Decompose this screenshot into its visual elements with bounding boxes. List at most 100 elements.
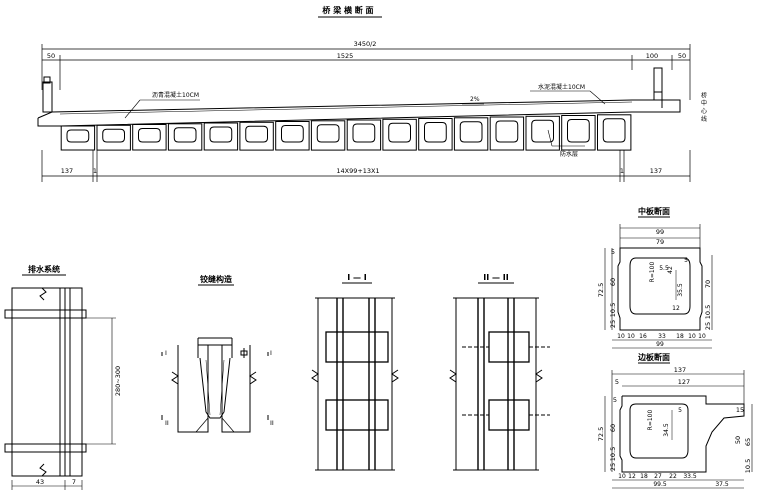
box-girder-void: [424, 122, 447, 143]
box-girder-void: [281, 125, 304, 143]
box-girder: [418, 118, 453, 151]
box-girder: [310, 120, 346, 151]
edge-inner-dim-1: 34.5: [663, 423, 670, 437]
box-girder-void: [388, 122, 411, 143]
mid-right-dim-3: 25: [704, 322, 712, 330]
box-girder-void: [567, 119, 590, 143]
edge-bottom-dim-1: 10: [618, 473, 626, 480]
left-railing: [42, 76, 53, 113]
edge-inner-dim-2: 5: [678, 407, 682, 414]
edge-panel-section: [604, 370, 753, 489]
edge-bottom-dim-5: 22: [669, 473, 677, 480]
edge-top-dim-2: 127: [678, 378, 690, 386]
left-pavement-note: 沥青混凝土10CM: [152, 91, 199, 99]
main-bottom-dimensions: [41, 150, 691, 182]
drainage-height-dim: 280~300: [114, 366, 122, 396]
box-girder-void: [459, 121, 483, 143]
mid-left-dim-4: 10.5: [609, 303, 617, 317]
mid-inner-dim-1: 5.5: [659, 265, 669, 272]
mid-left-dim-2: 60: [609, 278, 617, 286]
mid-inner-radius: R=100: [649, 261, 656, 282]
mid-inner-dim-3: 35.5: [677, 283, 684, 297]
section-ii-title: II — II: [483, 273, 509, 282]
dim-bottom-gap-right: 1: [620, 167, 624, 175]
svg-text:桥 中 心 线: 桥 中 心 线: [700, 91, 707, 122]
dim-sidewalk: 100: [646, 52, 658, 60]
box-girder: [346, 119, 382, 151]
edge-top-dim-3: 5: [615, 378, 619, 386]
box-girder-void: [495, 120, 519, 143]
dim-bottom-right: 137: [650, 167, 662, 175]
mid-bottom-dim-1: 10: [617, 333, 625, 340]
right-railing: [632, 67, 663, 108]
box-girder: [561, 115, 596, 151]
box-girder: [60, 125, 96, 151]
mid-inner-dim-5: 12: [672, 305, 680, 312]
mid-bottom-dim-5: 18: [676, 333, 684, 340]
mid-bottom-dim-3: 16: [639, 333, 647, 340]
dim-bottom-span: 14X99+13X1: [336, 167, 379, 175]
pavement-leaders: [124, 90, 606, 147]
section-mark-ii-right: II: [270, 419, 274, 427]
mid-left-dim-1: 5: [611, 248, 615, 256]
mid-bottom-dim-4: 33: [658, 333, 666, 340]
section-mark-ii-left: II: [165, 419, 169, 427]
dim-total-width: 3450/2: [354, 40, 377, 48]
edge-bottom-dim-4: 27: [654, 473, 662, 480]
box-girder-void: [245, 125, 268, 143]
box-girder: [275, 121, 310, 151]
box-girder: [239, 121, 274, 151]
dim-bottom-gap-left: 1: [93, 167, 97, 175]
edge-left-dim-4: 10.5: [609, 447, 617, 461]
slope-label: 2%: [470, 96, 480, 103]
joint-title: 铰缝构造: [200, 274, 232, 284]
main-section-title: 桥 梁 横 断 面: [322, 5, 373, 15]
drainage-width-dim: 43: [36, 478, 44, 486]
mid-bottom-dim-6: 10: [688, 333, 696, 340]
box-girder: [203, 122, 239, 151]
mid-left-dim-5: 25: [609, 320, 617, 328]
drainage-edge-dim: 7: [72, 478, 76, 486]
edge-right-dim-3: 65: [744, 438, 752, 446]
mid-top-dim-1: 99: [656, 228, 664, 236]
mid-top-dim-2: 79: [656, 238, 664, 246]
centerline-label: 桥 中 心 线: [700, 91, 707, 122]
mid-right-dim-2: 10.5: [704, 305, 712, 319]
edge-bottom-dim-3: 18: [640, 473, 648, 480]
box-girder-void: [138, 128, 161, 143]
box-girder: [96, 124, 131, 151]
mid-inner-dim-2: 42: [667, 266, 674, 274]
box-girder-void: [352, 123, 376, 143]
edge-left-dim-1: 5: [613, 396, 617, 404]
dim-deck-width: 1525: [337, 52, 354, 60]
edge-inner-radius: R=100: [647, 409, 654, 430]
main-top-dimensions: [41, 44, 691, 100]
box-girder: [597, 114, 632, 151]
edge-bottom-cantilever: 37.5: [715, 481, 729, 488]
drainage-detail: [4, 287, 116, 490]
right-pavement-note: 水泥混凝土10CM: [538, 83, 585, 91]
edge-right-dim-2: 50: [734, 436, 742, 444]
drainage-title: 排水系统: [28, 264, 60, 274]
mid-bottom-total: 99: [656, 341, 664, 348]
joint-detail: [161, 337, 269, 433]
edge-left-dim-3: 72.5: [597, 427, 605, 441]
box-girder-void: [66, 129, 90, 143]
mid-bottom-dim-7: 10: [698, 333, 706, 340]
dim-right-rail: 50: [678, 52, 686, 60]
mid-inner-dim-4: 5: [684, 257, 688, 264]
section-ii-detail: [449, 297, 550, 471]
box-girder-void: [316, 124, 340, 143]
edge-bottom-dim-2: 12: [628, 473, 636, 480]
section-mark-i-left: I: [165, 349, 167, 357]
edge-panel-title: 边板断面: [637, 352, 670, 362]
box-girder-void: [209, 126, 233, 143]
edge-bottom-total: 99.5: [653, 481, 667, 488]
box-girder: [132, 124, 167, 151]
box-girder: [167, 123, 203, 151]
box-girder-void: [102, 128, 125, 143]
dim-left-rail: 50: [47, 52, 55, 60]
edge-left-dim-5: 25: [609, 463, 617, 471]
box-girder-void: [602, 118, 626, 143]
